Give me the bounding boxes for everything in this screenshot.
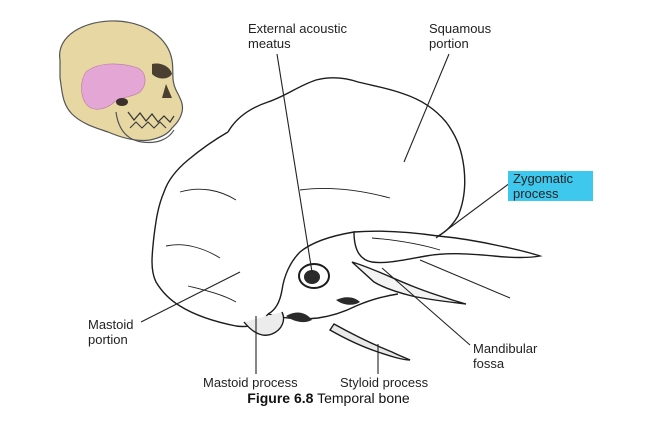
label-text: External acoustic xyxy=(248,21,347,36)
label-text: process xyxy=(513,186,559,201)
leader-mandibular-fossa-2 xyxy=(419,259,511,299)
label-text: fossa xyxy=(473,356,505,371)
label-mastoid-process: Mastoid process xyxy=(203,375,298,390)
label-text: Squamous xyxy=(429,21,492,36)
temporal-bone xyxy=(151,77,543,361)
label-text: Mandibular xyxy=(473,341,538,356)
leader-lines xyxy=(140,53,511,374)
zygomatic-process-shape xyxy=(353,230,543,264)
skull-thumbnail xyxy=(59,20,184,144)
leader-squamous-portion xyxy=(403,53,450,163)
skull-ear-hole xyxy=(116,98,128,106)
bone-shading xyxy=(286,297,360,323)
label-text: portion xyxy=(88,332,128,347)
mandibular-fossa-shape xyxy=(351,261,467,305)
skull-jaw xyxy=(115,111,175,144)
skull-lower-teeth xyxy=(129,121,167,129)
leader-external-acoustic-meatus xyxy=(276,53,313,273)
label-mastoid-portion: Mastoid portion xyxy=(88,317,134,347)
leader-zygomatic-process xyxy=(435,182,511,239)
squamous-outline xyxy=(227,77,466,315)
label-text: portion xyxy=(429,36,469,51)
label-zygomatic-process: Zygomatic process xyxy=(508,171,593,201)
leader-mandibular-fossa xyxy=(381,267,471,346)
label-squamous-portion: Squamous portion xyxy=(429,21,491,51)
skull-eye-socket xyxy=(152,63,172,79)
figure-title: Temporal bone xyxy=(317,390,410,406)
label-text: Mastoid xyxy=(88,317,134,332)
bone-surface-contours xyxy=(165,188,441,303)
external-acoustic-meatus-canal xyxy=(304,270,320,284)
figure-number: Figure 6.8 xyxy=(247,390,314,406)
mastoid-process-shape xyxy=(243,311,285,336)
skull-nasal-cavity xyxy=(162,84,172,98)
temporal-region-highlight xyxy=(81,63,146,110)
label-text: Zygomatic xyxy=(513,171,573,186)
label-text: Styloid process xyxy=(340,375,429,390)
figure-caption: Figure 6.8 Temporal bone xyxy=(0,390,657,406)
petrous-underside xyxy=(267,293,399,320)
leader-mastoid-portion xyxy=(140,271,241,323)
label-text: Mastoid process xyxy=(203,375,298,390)
label-mandibular-fossa: Mandibular fossa xyxy=(473,341,537,371)
skull-upper-teeth xyxy=(127,111,175,123)
label-styloid-process: Styloid process xyxy=(340,375,428,390)
label-text: meatus xyxy=(248,36,291,51)
label-external-acoustic-meatus: External acoustic meatus xyxy=(248,21,347,51)
styloid-process-shape xyxy=(329,323,411,361)
posterior-outline xyxy=(151,131,269,328)
